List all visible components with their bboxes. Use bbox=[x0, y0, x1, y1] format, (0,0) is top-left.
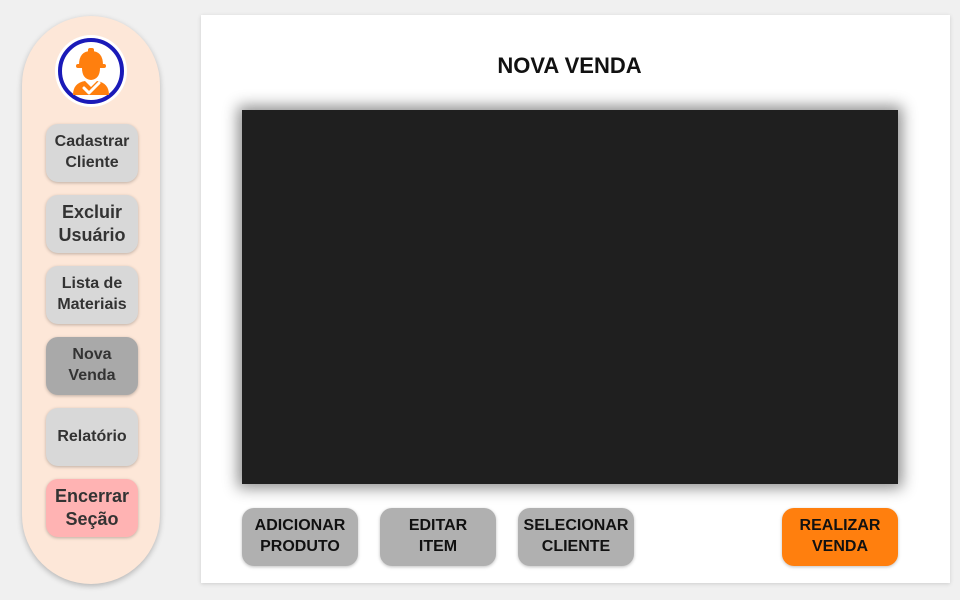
select-client-button[interactable]: SELECIONAR CLIENTE bbox=[518, 508, 634, 566]
sidebar-item-lista-de-materiais[interactable]: Lista de Materiais bbox=[46, 266, 138, 324]
sale-display-area bbox=[242, 110, 898, 484]
sidebar-item-excluir-usuario[interactable]: Excluir Usuário bbox=[46, 195, 138, 253]
sidebar-item-cadastrar-cliente[interactable]: Cadastrar Cliente bbox=[46, 124, 138, 182]
sidebar: Cadastrar Cliente Excluir Usuário Lista … bbox=[22, 16, 160, 584]
sidebar-item-relatorio[interactable]: Relatório bbox=[46, 408, 138, 466]
add-product-button[interactable]: ADICIONAR PRODUTO bbox=[242, 508, 358, 566]
main-panel: NOVA VENDA ADICIONAR PRODUTO EDITAR ITEM… bbox=[201, 15, 950, 583]
complete-sale-button[interactable]: REALIZAR VENDA bbox=[782, 508, 898, 566]
sidebar-item-nova-venda[interactable]: Nova Venda bbox=[46, 337, 138, 395]
page-title: NOVA VENDA bbox=[497, 53, 642, 78]
edit-item-button[interactable]: EDITAR ITEM bbox=[380, 508, 496, 566]
construction-worker-icon bbox=[58, 38, 124, 104]
app-logo bbox=[55, 35, 127, 107]
sidebar-item-encerrar-secao[interactable]: Encerrar Seção bbox=[46, 479, 138, 537]
